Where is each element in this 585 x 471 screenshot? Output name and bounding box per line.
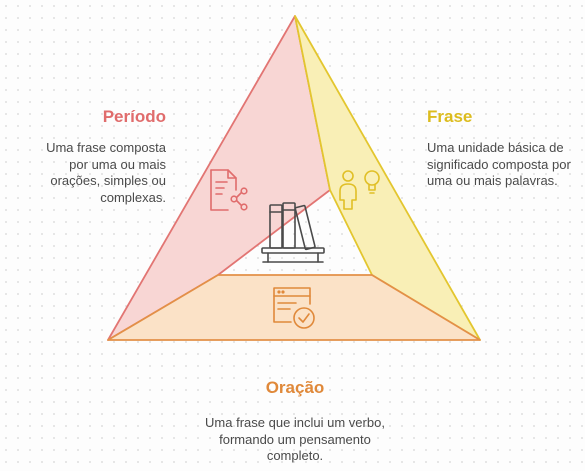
frase-description: Uma unidade básica de significado compos… <box>427 140 571 188</box>
oracao-title: Oração <box>265 378 325 397</box>
periodo-title: Período <box>102 107 166 126</box>
document-share-icon <box>210 169 248 211</box>
frase-title: Frase <box>427 107 473 126</box>
browser-check-icon <box>273 287 315 329</box>
people-idea-icon <box>339 170 380 210</box>
books-shelf-icon <box>261 202 325 263</box>
periodo-description: Uma frase composta por uma ou mais oraçõ… <box>46 140 166 205</box>
oracao-segment <box>107 274 481 341</box>
oracao-description: Uma frase que inclui um verbo, formando … <box>205 415 385 463</box>
